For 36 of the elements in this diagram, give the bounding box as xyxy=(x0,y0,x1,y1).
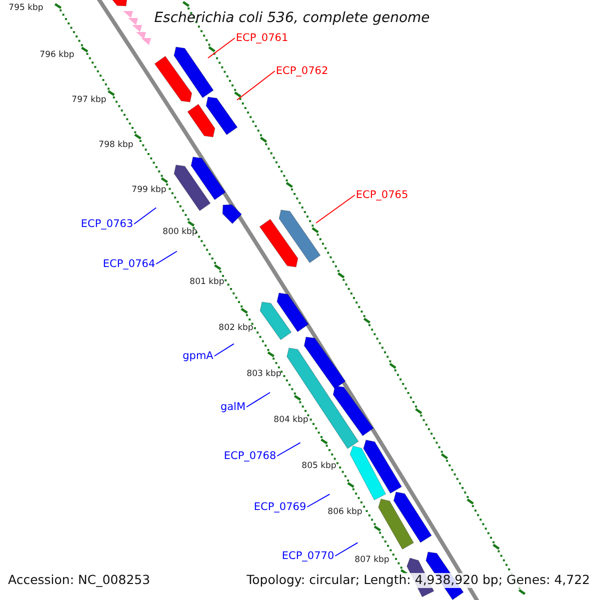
leader-line xyxy=(134,207,157,224)
accession-label: Accession: NC_008253 xyxy=(6,573,152,588)
leader-line xyxy=(316,194,356,224)
position-label: 795 kbp xyxy=(8,4,44,12)
leader-line xyxy=(276,442,301,456)
leader-line xyxy=(306,494,330,508)
gene-label: ECP_0770 xyxy=(282,550,334,562)
position-label: 800 kbp xyxy=(162,228,198,236)
position-label: 806 kbp xyxy=(328,508,362,516)
gene-label: ECP_0762 xyxy=(276,66,328,76)
leader-line xyxy=(246,392,270,408)
position-label: 802 kbp xyxy=(218,324,254,332)
position-label: 801 kbp xyxy=(190,278,224,286)
leader-line xyxy=(236,70,276,100)
leader-line xyxy=(208,38,236,58)
leader-line xyxy=(156,250,178,264)
position-label: 807 kbp xyxy=(354,556,390,564)
map-title: Escherichia coli 536, complete genome xyxy=(154,11,430,25)
position-label: 804 kbp xyxy=(274,416,308,424)
gene-label: ECP_0764 xyxy=(102,258,156,270)
position-label: 803 kbp xyxy=(246,370,282,378)
position-label: 798 kbp xyxy=(98,140,134,150)
position-label: 797 kbp xyxy=(72,96,106,104)
leader-line xyxy=(214,343,234,356)
position-label: 805 kbp xyxy=(302,462,336,470)
gene-label: ECP_0765 xyxy=(356,190,408,200)
leader-line xyxy=(334,542,358,556)
gene-label: galM xyxy=(220,402,246,412)
position-label: 799 kbp xyxy=(132,186,166,194)
position-label: 796 kbp xyxy=(40,50,74,60)
gene-label: ECP_0768 xyxy=(224,450,276,462)
genome-summary: Topology: circular; Length: 4,938,920 bp; Genes: 4,722 xyxy=(244,573,592,588)
gene-label: gpmA xyxy=(182,350,214,362)
gene-label: ECP_0763 xyxy=(80,218,134,230)
gene-label: ECP_0761 xyxy=(236,32,288,44)
gene-label: ECP_0769 xyxy=(254,502,306,512)
